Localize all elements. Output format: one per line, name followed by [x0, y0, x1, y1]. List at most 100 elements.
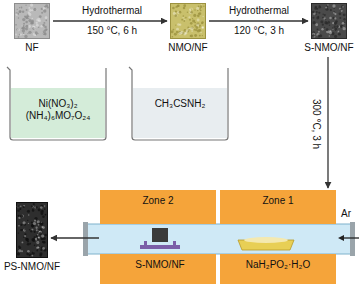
foam-pore: [318, 6, 321, 9]
foam-pore: [329, 24, 330, 25]
foam-picture: [311, 3, 347, 39]
reagent-formula: Ni(NO₃)₂: [6, 98, 110, 110]
foam-pore: [199, 35, 201, 37]
foam-pore: [333, 7, 335, 9]
foam-pore: [42, 247, 45, 250]
reagent-formula: CH₃CSNH₂: [128, 98, 232, 110]
gas-flow-arrowhead: [338, 235, 344, 241]
foam-pore: [31, 205, 33, 207]
foam-pore: [20, 215, 23, 218]
foam-pore: [190, 11, 192, 13]
zone-label: Zone 2: [100, 195, 216, 207]
foam-pore: [188, 16, 190, 18]
foam-pore: [43, 9, 46, 12]
foam-pore: [19, 246, 22, 249]
foam-pore: [28, 7, 30, 9]
foam-pore: [190, 27, 193, 30]
foam-pore: [31, 221, 33, 223]
foam-pore: [18, 249, 21, 252]
foam-pore: [35, 34, 37, 36]
foam-pore: [44, 208, 46, 210]
foam-pore: [44, 234, 47, 237]
foam-pore: [17, 205, 20, 208]
foam-pore: [326, 28, 329, 31]
foam-pore: [26, 17, 28, 19]
foam-pore: [18, 249, 21, 252]
foam-pore: [36, 246, 39, 249]
foam-pore: [43, 30, 46, 33]
foam-pore: [22, 27, 24, 29]
zone-label: Zone 1: [220, 195, 336, 207]
foam-pore: [31, 205, 33, 207]
label-holder: CH₃CSNH₂: [128, 98, 232, 110]
foam-pore: [342, 22, 345, 25]
foam-sample: S-NMO/NF: [298, 3, 360, 54]
foam-pore: [194, 22, 196, 24]
foam-pore: [35, 31, 38, 34]
foam-pore: [23, 23, 25, 25]
foam-pore: [176, 28, 179, 31]
foam-pore: [42, 226, 45, 229]
foam-pore: [187, 12, 188, 13]
foam-pore: [330, 9, 332, 11]
foam-pore: [312, 17, 314, 19]
foam-pore: [29, 253, 31, 255]
label-holder: NMO/NF: [166, 42, 210, 54]
foam-pore: [42, 241, 44, 243]
process-condition: 120 °C, 3 h: [234, 25, 284, 37]
foam-pore: [41, 234, 44, 237]
foam-pore: [186, 29, 189, 32]
foam-pore: [26, 253, 29, 256]
foam-pore: [45, 214, 46, 215]
foam-pore: [202, 27, 204, 29]
foam-pore: [32, 239, 35, 242]
foam-pore: [36, 22, 38, 24]
foam-pore: [33, 222, 36, 225]
foam-pore: [38, 236, 40, 238]
foam-pore: [338, 33, 341, 36]
foam-pore: [322, 24, 324, 26]
foam-pore: [23, 229, 26, 232]
foam-picture: [16, 202, 48, 258]
foam-pore: [18, 233, 19, 234]
foam-pore: [26, 9, 28, 11]
foam-pore: [27, 210, 30, 213]
sample-label: S-NMO/NF: [298, 42, 360, 54]
foam-pore: [182, 17, 183, 18]
foam-pore: [201, 21, 203, 23]
foam-pore: [36, 24, 39, 27]
label-holder: S-NMO/NF: [298, 42, 360, 54]
foam-pore: [342, 6, 344, 8]
foam-pore: [202, 26, 204, 28]
foam-pore: [334, 26, 335, 27]
foam-pore: [34, 220, 36, 222]
foam-pore: [196, 24, 199, 27]
foam-pore: [318, 12, 320, 14]
foam-pore: [322, 14, 323, 15]
foam-pore: [201, 22, 203, 24]
foam-pore: [42, 215, 45, 218]
foam-pore: [203, 16, 204, 17]
foam-pore: [16, 9, 17, 10]
foam-pore: [190, 34, 193, 37]
foam-pore: [193, 14, 196, 17]
foam-pore: [30, 230, 32, 232]
foam-pore: [19, 7, 20, 8]
foam-pore: [40, 223, 43, 226]
foam-pore: [16, 28, 19, 31]
foam-pore: [333, 12, 335, 14]
foam-pore: [33, 8, 36, 11]
foam-pore: [197, 10, 198, 11]
foam-pore: [22, 25, 24, 27]
foam-pore: [39, 15, 42, 18]
foam-pore: [40, 210, 43, 213]
foam-pore: [41, 222, 43, 224]
foam-pore: [47, 6, 49, 8]
foam-pore: [18, 225, 20, 227]
precursor-beaker: CH₃CSNH₂: [128, 64, 232, 142]
reagent-formula: (NH₄)₆MO₇O₂₄: [6, 110, 110, 122]
foam-pore: [203, 5, 204, 6]
foam-pore: [28, 19, 31, 22]
foam-pore: [329, 31, 332, 34]
